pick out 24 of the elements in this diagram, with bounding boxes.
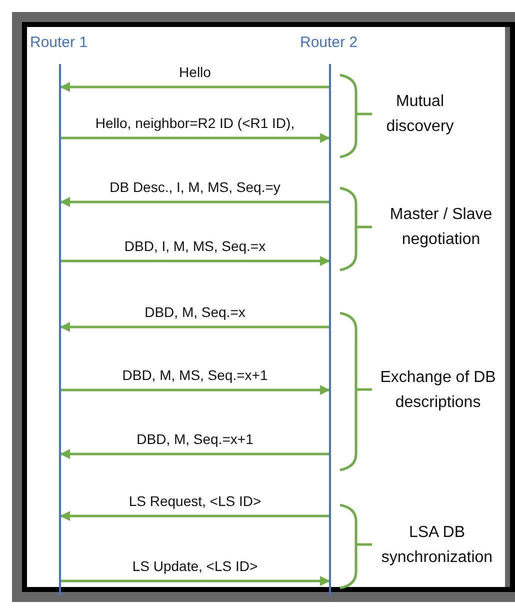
message-arrow xyxy=(60,511,330,521)
message-arrow xyxy=(60,576,330,586)
edge-label: LS Update, <LS ID> xyxy=(132,558,258,574)
edge-label: DBD, M, MS, Seq.=x+1 xyxy=(122,367,268,383)
message-arrow xyxy=(60,385,330,395)
phase-label: Master / Slave negotiation xyxy=(388,205,494,250)
edge-label: LS Request, <LS ID> xyxy=(128,493,262,509)
message-arrow xyxy=(60,322,330,332)
edge-label: DBD, M, Seq.=x xyxy=(144,304,246,320)
edge-label: DBD, I, M, MS, Seq.=x xyxy=(124,238,266,254)
phase-label: Mutual discovery xyxy=(385,92,455,137)
participant-label: Router 1 xyxy=(30,34,88,51)
edge-label: DB Desc., I, M, MS, Seq.=y xyxy=(110,179,280,195)
message-arrow xyxy=(60,82,330,92)
edge-label: DBD, M, Seq.=x+1 xyxy=(136,431,254,447)
message-arrow xyxy=(60,133,330,143)
message-arrow xyxy=(60,449,330,459)
phase-label: Exchange of DB descriptions xyxy=(379,368,497,412)
edge-label: Hello xyxy=(179,64,211,80)
message-arrow xyxy=(60,256,330,266)
message-arrow xyxy=(60,197,330,207)
phase-label: LSA DB synchronization xyxy=(380,522,494,568)
participant-label: Router 2 xyxy=(300,34,358,51)
edge-label: Hello, neighbor=R2 ID (<R1 ID), xyxy=(95,115,295,131)
